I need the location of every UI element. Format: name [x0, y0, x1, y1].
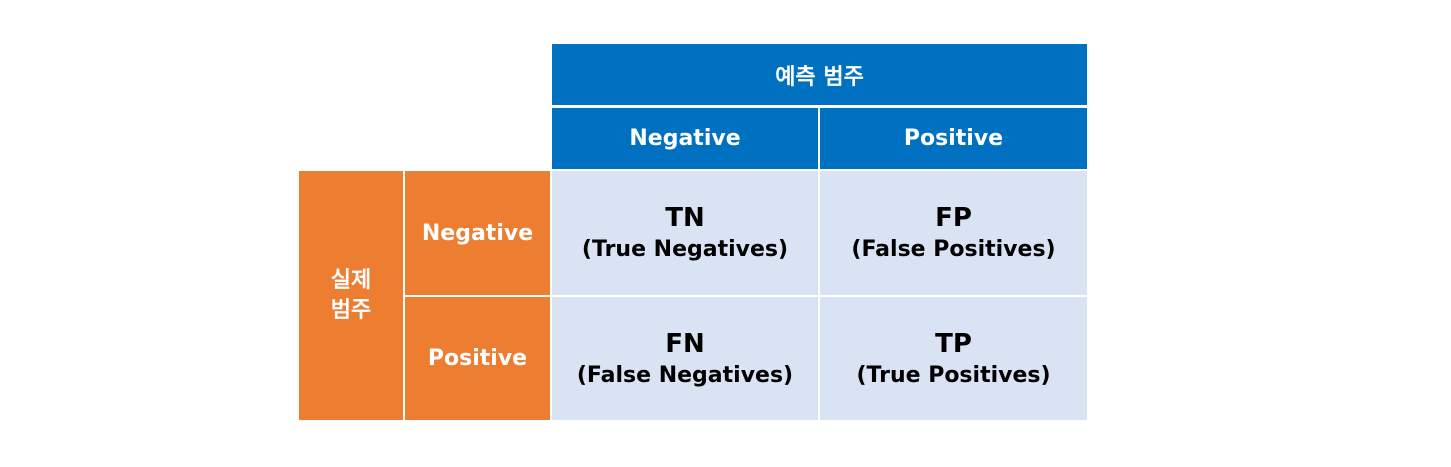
predicted-positive-label: Positive — [903, 126, 1004, 151]
actual-category-label-line1: 실제 — [330, 267, 372, 293]
predicted-category-label: 예측 범주 — [775, 64, 864, 90]
predicted-negative-label: Negative — [629, 126, 741, 151]
actual-category-label-line2: 범주 — [330, 297, 372, 323]
tp-full: (True Positives) — [856, 362, 1051, 388]
fn-abbr: FN — [665, 328, 705, 359]
tn-abbr: TN — [665, 203, 705, 233]
predicted-category-header: 예측 범주 — [552, 44, 1087, 105]
actual-negative-label: Negative — [421, 220, 534, 246]
actual-negative-header: Negative — [405, 171, 550, 295]
actual-category-header: 실제 범주 — [299, 171, 403, 420]
tn-full: (True Negatives) — [581, 237, 789, 262]
fp-abbr: FP — [935, 203, 972, 233]
tp-abbr: TP — [935, 328, 972, 359]
fp-full: (False Positives) — [851, 237, 1056, 262]
fn-cell: FN (False Negatives) — [552, 297, 818, 420]
tp-cell: TP (True Positives) — [820, 297, 1087, 420]
fn-full: (False Negatives) — [576, 362, 794, 388]
predicted-negative-header: Negative — [552, 108, 818, 169]
fp-cell: FP (False Positives) — [820, 171, 1087, 295]
actual-positive-header: Positive — [405, 297, 550, 420]
predicted-positive-header: Positive — [820, 108, 1087, 169]
actual-positive-label: Positive — [427, 346, 528, 371]
tn-cell: TN (True Negatives) — [552, 171, 818, 295]
